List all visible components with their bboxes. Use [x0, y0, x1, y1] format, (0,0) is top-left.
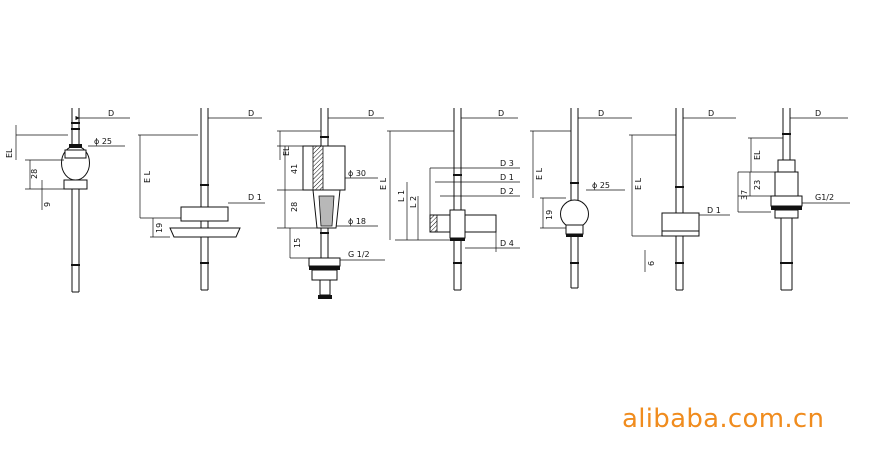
sensor-7-d-label: D — [815, 109, 821, 118]
sensor-6-d1-label: D 1 — [707, 206, 721, 215]
sensor-4-d2-label: D 2 — [500, 187, 514, 196]
sensor-6-d-label: D — [708, 109, 714, 118]
sensor-3-phi18-label: ϕ 18 — [348, 217, 366, 226]
sensor-5-el-label: E L — [535, 167, 544, 180]
sensor-1-hex-nut — [63, 179, 88, 190]
sensor-7-el-label: EL — [753, 150, 762, 160]
sensor-5-19-label: 19 — [545, 210, 554, 220]
sensor-1-mark-2 — [71, 128, 80, 130]
sensor-4-d-label: D — [498, 109, 504, 118]
sensor-5-ball-bottom: D E L ϕ 25 19 — [530, 108, 632, 289]
sensor-2-d1-label: D 1 — [248, 193, 262, 202]
sensor-5-ball — [560, 199, 589, 229]
sensor-5-neck — [565, 224, 584, 235]
sensor-3-phi30-label: ϕ 30 — [348, 169, 366, 178]
sensor-7-g12-label: G1/2 — [815, 193, 834, 202]
sensor-1-phi25-label: ϕ 25 — [94, 137, 112, 146]
sensor-3-hex — [311, 269, 338, 281]
sensor-3-el-label: EL — [282, 146, 291, 156]
sensor-6-6-label: 6 — [647, 261, 656, 266]
sensor-2-el-label: E L — [143, 170, 152, 183]
sensor-4-tee-body — [449, 209, 466, 239]
sensor-6-el-label: E L — [634, 177, 643, 190]
sensor-2-mark-2 — [200, 262, 209, 264]
sensor-7-head — [777, 159, 796, 173]
sensor-1-ball-head: D EL ϕ 25 28 9 — [5, 108, 130, 293]
sensor-2-mark-1 — [200, 184, 209, 186]
sensor-2-d-label: D — [248, 109, 254, 118]
sensor-7-37-label: 37 — [740, 190, 749, 200]
sensor-2-flange: D E L D 1 19 — [138, 108, 265, 291]
sensor-7-23-label: 23 — [753, 180, 762, 190]
sensor-4-tee: D E L D 3 D 1 D 2 L 1 L 2 D 4 — [379, 108, 520, 291]
sensor-1-mark-1 — [71, 122, 80, 124]
sensor-4-l1-label: L 1 — [397, 190, 406, 202]
sensor-3-tip — [319, 279, 331, 296]
sensor-1-28-label: 28 — [30, 169, 39, 179]
sensor-2-flange-plate — [169, 227, 241, 238]
sensor-6-collar-body — [661, 212, 700, 237]
sensor-3-g12-label: G 1/2 — [348, 250, 370, 259]
sensor-3-15-label: 15 — [293, 238, 302, 248]
sensor-3-insert — [318, 195, 335, 227]
sensor-4-d4-label: D 4 — [500, 239, 514, 248]
sensor-1-neck — [64, 149, 87, 159]
sensor-5-phi25-label: ϕ 25 — [592, 181, 610, 190]
sensor-3-nut — [308, 257, 341, 267]
sensor-4-d3-label: D 3 — [500, 159, 514, 168]
sensor-3-28-label: 28 — [290, 202, 299, 212]
sensor-6-collar: D E L D 1 6 — [629, 108, 736, 291]
sensor-2-flange-top — [180, 206, 229, 222]
sensor-4-l2-label: L 2 — [409, 196, 418, 208]
sensor-3-41-label: 41 — [290, 164, 299, 174]
sensor-3-threaded: D EL 41 28 ϕ 30 ϕ 18 15 G 1/2 — [277, 108, 385, 299]
sensor-2-19-label: 19 — [155, 223, 164, 233]
sensor-3-upper-body — [302, 145, 346, 191]
sensor-4-d1-label: D 1 — [500, 173, 514, 182]
sensor-1-d-label: D — [108, 109, 114, 118]
sensor-7-body — [774, 171, 799, 197]
watermark-text: alibaba.com.cn — [622, 404, 825, 434]
sensor-7-thread: D EL 23 37 G1/2 — [737, 108, 850, 291]
sensor-7-hex — [770, 195, 803, 207]
sensor-1-9-label: 9 — [43, 202, 52, 207]
sensor-3-hatch — [312, 145, 324, 191]
sensor-1-el-label: EL — [5, 148, 14, 158]
sensor-3-d-label: D — [368, 109, 374, 118]
sensor-1-mark-3 — [71, 264, 80, 266]
sensor-1-cap — [69, 144, 82, 148]
sensor-5-d-label: D — [598, 109, 604, 118]
sensor-4-el-label: E L — [379, 177, 388, 190]
sensor-3-mark-1 — [320, 136, 329, 138]
